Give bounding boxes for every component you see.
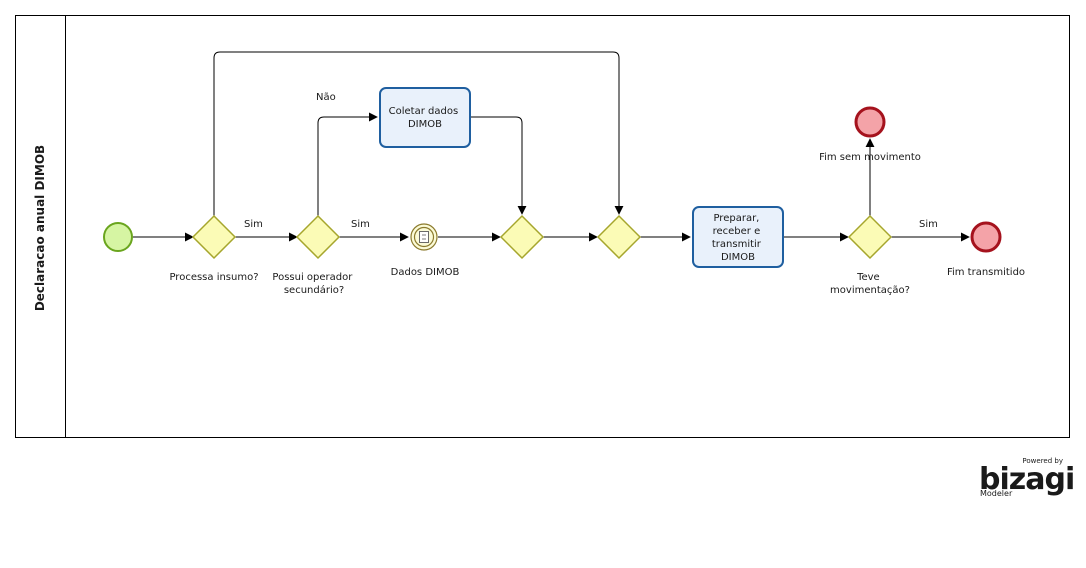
end-event-fim-sem-movimento[interactable]: Fim sem movimento	[819, 106, 921, 163]
start-event-circle	[104, 223, 132, 251]
flow-label-g1-sim: Sim	[244, 219, 263, 230]
task-label: Coletar dados DIMOB	[389, 106, 462, 130]
pool-border	[15, 15, 1070, 438]
end-event-circle	[972, 223, 1000, 251]
flow-label-g2-sim: Sim	[351, 219, 370, 230]
gateway-diamond-outline	[295, 214, 341, 260]
watermark-modeler: Modeler	[980, 489, 1013, 498]
gateway-diamond-outline	[191, 214, 237, 260]
task-box-outline	[692, 206, 784, 268]
task-box-outline	[379, 87, 471, 148]
flow-coletar-to-g3[interactable]	[470, 116, 527, 215]
end-event-ring	[854, 106, 886, 138]
gateway-processa-insumo[interactable]: Processa insumo?	[169, 214, 259, 283]
start-event[interactable]	[103, 222, 133, 252]
bizagi-watermark: Powered by bizagi Modeler	[979, 457, 1075, 498]
end-event-ring	[970, 221, 1002, 253]
flow-label-g2-nao: Não	[316, 92, 336, 103]
intermediate-inner-circle	[413, 226, 435, 248]
gateway-merge-1[interactable]	[499, 214, 545, 260]
end-event-circle	[856, 108, 884, 136]
flow-g2-to-coletar[interactable]	[317, 112, 378, 216]
gateway-merge-2[interactable]	[596, 214, 642, 260]
task-preparar-receber-transmitir[interactable]: Preparar, receber e transmitir DIMOB	[692, 206, 784, 268]
sequence-flows	[133, 51, 970, 242]
task-label: Preparar, receber e transmitir DIMOB	[712, 213, 764, 263]
flow-g1-to-g4[interactable]	[213, 51, 624, 216]
start-event-ring	[103, 222, 133, 252]
task-coletar-dados-dimob[interactable]: Coletar dados DIMOB	[379, 87, 471, 148]
gateway-teve-movimentacao[interactable]: Teve movimentação?	[830, 214, 910, 296]
gateway-possui-operador[interactable]: Possui operador secundário?	[272, 214, 355, 296]
gateway-label: Possui operador secundário?	[272, 272, 355, 296]
task-box	[693, 207, 783, 267]
pool[interactable]: Declaracao anual DIMOB	[15, 15, 1070, 438]
end-event-label: Fim transmitido	[947, 267, 1025, 278]
pool-title: Declaracao anual DIMOB	[33, 145, 47, 311]
end-event-label: Fim sem movimento	[819, 152, 921, 163]
gateway-diamond-outline	[847, 214, 893, 260]
gateway-diamond-outline	[499, 214, 545, 260]
intermediate-event-dados-dimob[interactable]: Dados DIMOB	[391, 223, 460, 278]
watermark-brand: bizagi	[979, 462, 1074, 497]
intermediate-event-label: Dados DIMOB	[391, 267, 460, 278]
end-event-fim-transmitido[interactable]: Fim transmitido	[947, 221, 1025, 278]
document-icon	[419, 231, 429, 243]
gateway-label: Teve movimentação?	[830, 272, 910, 296]
flow-label-g5-sim: Sim	[919, 219, 938, 230]
gateway-label: Processa insumo?	[169, 272, 258, 283]
watermark-powered-by: Powered by	[1022, 457, 1063, 465]
task-box	[380, 88, 470, 147]
gateway-diamond-outline	[596, 214, 642, 260]
